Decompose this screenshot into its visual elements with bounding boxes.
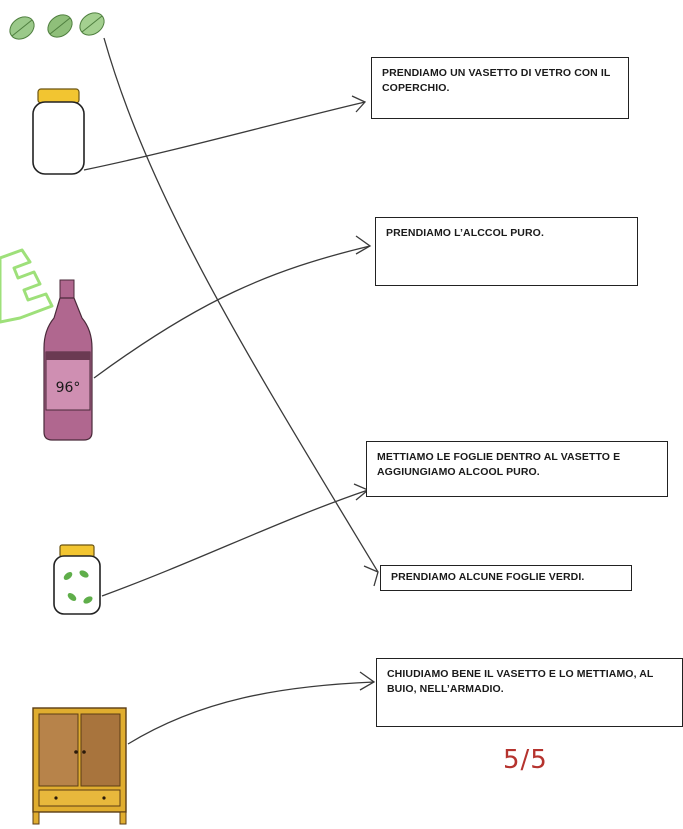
step-box-wardrobe: CHIUDIAMO BENE IL VASETTO E LO METTIAMO,… (376, 658, 683, 727)
score-mark: 5/5 (503, 745, 548, 775)
step-box-leaves: PRENDIAMO ALCUNE FOGLIE VERDI. (380, 565, 632, 591)
step-box-alcohol: PRENDIAMO L’ALCCOL PURO. (375, 217, 638, 286)
connector-lines (83, 37, 379, 745)
leaves-icon (9, 12, 105, 40)
step-box-jar: PRENDIAMO UN VASETTO DI VETRO CON IL COP… (371, 57, 629, 119)
connector-jarleaves-to-step3 (101, 489, 369, 597)
watermark-letter (0, 248, 54, 324)
connector-leaves-to-step4 (103, 37, 379, 573)
step-box-mix: METTIAMO LE FOGLIE DENTRO AL VASETTO E A… (366, 441, 668, 497)
bottle-label: 96° (56, 380, 81, 396)
jar-with-leaves-icon (53, 544, 101, 615)
wardrobe-icon (32, 707, 127, 825)
connector-bottle-to-step2 (93, 245, 371, 379)
alcohol-bottle-icon (43, 279, 93, 441)
connector-wardrobe-to-step5 (127, 681, 375, 745)
empty-jar-icon (32, 88, 85, 175)
connector-jar-to-step1 (83, 101, 366, 171)
